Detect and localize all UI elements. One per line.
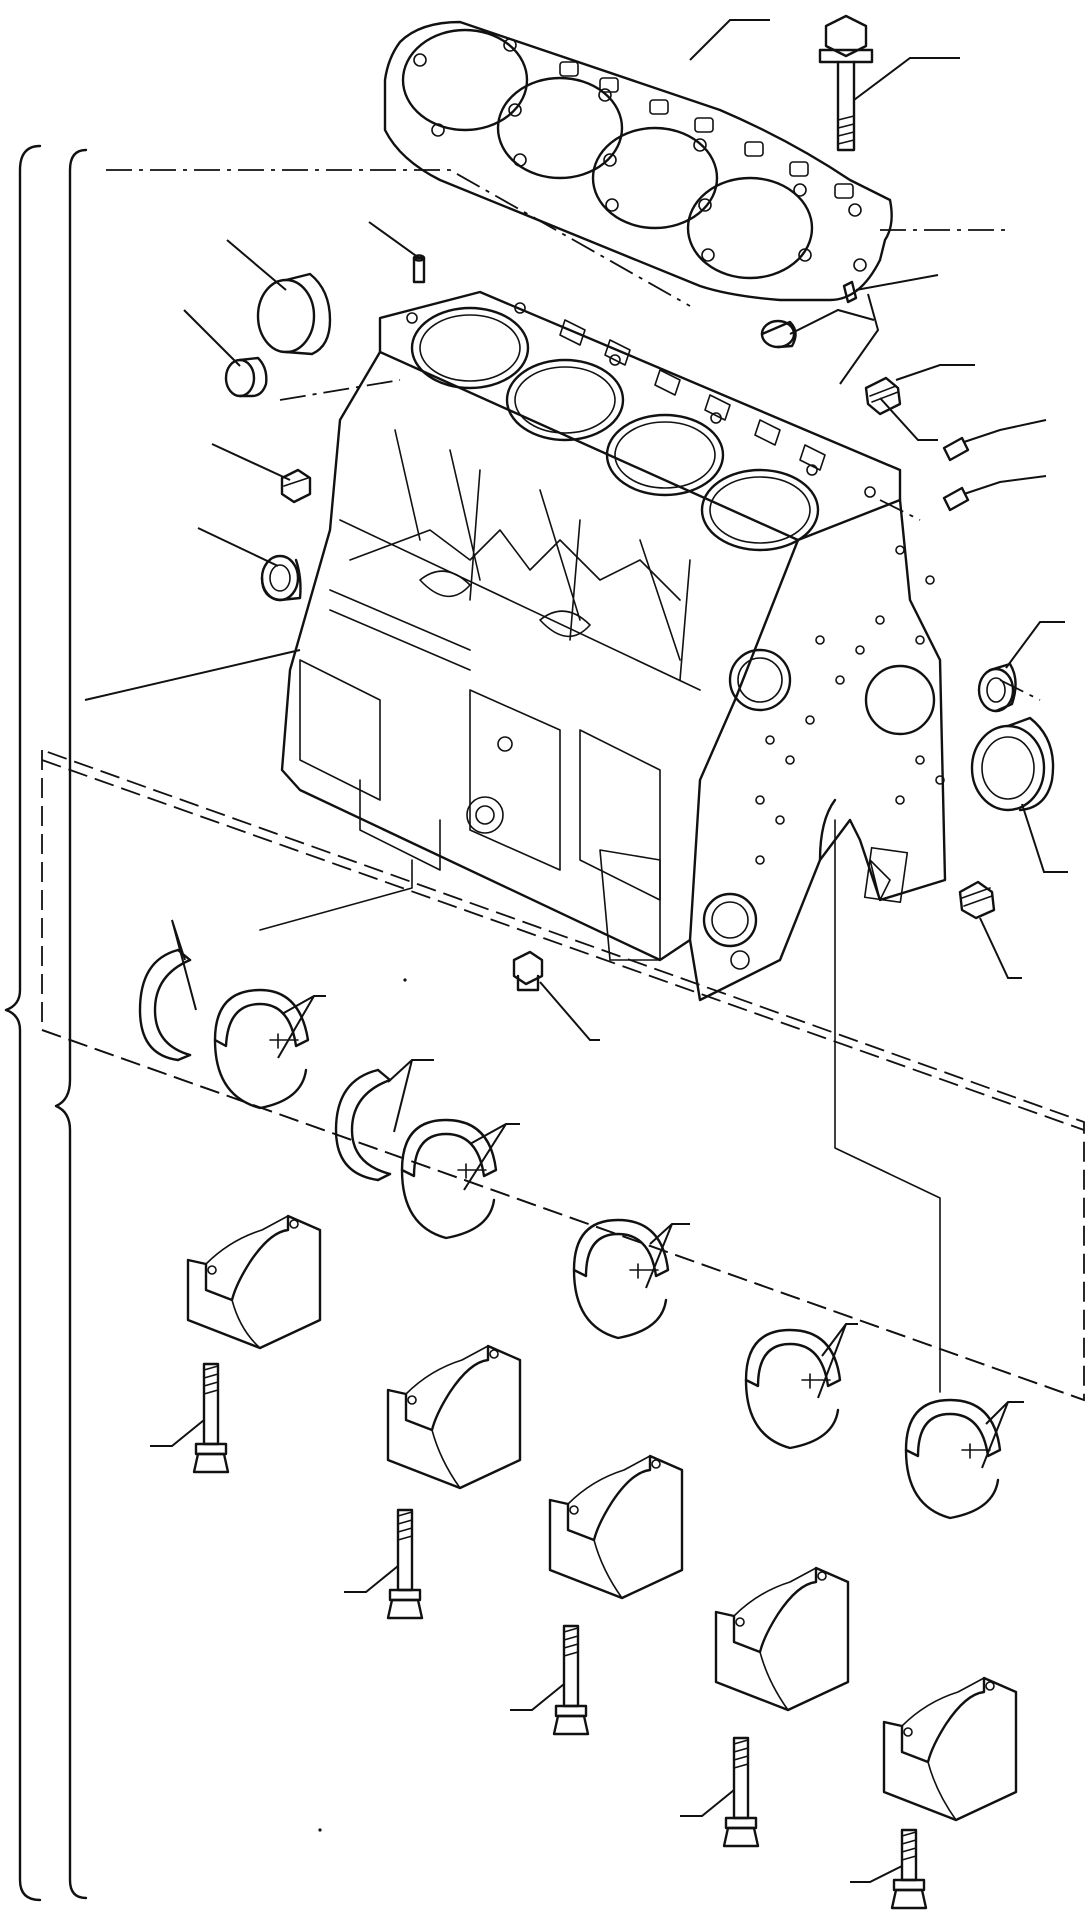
alignment-line-plug-left (279, 379, 401, 401)
leader-main-cap-bolt-1 (150, 1419, 205, 1447)
leader-main-cap-bolt-3 (510, 1683, 565, 1711)
leader-dowel-pin-top (368, 221, 420, 259)
main-bearing-cap-3 (548, 1454, 684, 1600)
bearing-shell-upper-2 (400, 1118, 498, 1240)
expansion-plug-small (224, 356, 268, 398)
bearing-shell-upper-1 (213, 988, 310, 1110)
small-plug-right-2 (942, 486, 970, 512)
main-bearing-cap-1 (186, 1214, 322, 1350)
main-bearing-cap-4 (714, 1566, 850, 1712)
alignment-line-crank-right (834, 819, 941, 1393)
rear-bearing-housing (970, 716, 1055, 812)
leader-rear-bearing-housing (1021, 803, 1068, 873)
leader-bearing-shell-upper-2 (463, 1123, 520, 1191)
leader-dowel-pin-right (855, 274, 939, 291)
drain-plug-bottom (512, 950, 544, 992)
rear-seal-small (977, 662, 1017, 713)
leader-small-plug-right-2 (963, 475, 1047, 495)
leader-expansion-plug-large (226, 239, 287, 291)
leader-threaded-plug-right-lower (979, 917, 1022, 979)
alignment-line-seal (999, 679, 1041, 701)
leader-main-cap-bolt-2 (344, 1565, 399, 1593)
head-gasket (383, 20, 893, 302)
alignment-line-top (106, 169, 691, 307)
leader-rear-seal-small (1005, 621, 1065, 669)
leader-threaded-plug-right-top (895, 364, 975, 381)
leader-threaded-plug-left (211, 443, 291, 481)
leader-bearing-shell-upper-1 (277, 995, 326, 1059)
small-plug-right-1 (942, 436, 970, 462)
alignment-line-crank-left (259, 859, 413, 931)
bearing-shell-upper-4 (744, 1328, 842, 1450)
thrust-washer-2 (334, 1068, 392, 1182)
bearing-shell-upper-3 (572, 1218, 670, 1340)
threaded-plug-left (280, 468, 312, 504)
oil-seal-left (260, 554, 302, 602)
reference-dot-2 (318, 1828, 322, 1832)
leader-main-cap-bolt-4 (680, 1789, 735, 1817)
expansion-plug-large (256, 272, 332, 356)
cylinder-block (280, 290, 947, 1002)
head-bolt (818, 14, 874, 152)
threaded-plug-right-lower (958, 880, 996, 920)
leader-thrust-washer-2 (387, 1059, 434, 1133)
dashed-box-lower (41, 759, 1085, 1401)
main-bearing-cap-2 (386, 1344, 522, 1490)
inner-group-brace (54, 148, 88, 1900)
leader-plug-deck-split (839, 293, 880, 385)
main-cap-bolt-2 (386, 1508, 424, 1620)
leader-cylinder-block (84, 649, 301, 701)
threaded-plug-right-top (864, 376, 902, 416)
leader-expansion-plug-deck (789, 308, 875, 335)
thrust-washer-1 (138, 948, 192, 1062)
dowel-pin-top (412, 254, 426, 284)
leader-bearing-shell-upper-3 (645, 1223, 690, 1289)
leader-head-bolt (853, 57, 960, 101)
leader-main-cap-bolt-5 (850, 1865, 903, 1883)
main-bearing-cap-5 (882, 1676, 1018, 1822)
outer-group-brace (4, 144, 42, 1902)
leader-expansion-plug-small (183, 309, 241, 367)
leader-small-plug-right-1 (963, 419, 1047, 443)
dowel-pin-right (842, 280, 858, 304)
leader-bearing-shell-upper-5 (981, 1401, 1024, 1469)
leader-bearing-shell-upper-4 (817, 1323, 858, 1399)
expansion-plug-deck (760, 319, 797, 349)
leader-head-gasket (689, 19, 770, 61)
leader-drain-plug-bottom (539, 981, 600, 1041)
leader-thrust-washer-1 (171, 919, 197, 1011)
reference-dot-1 (403, 978, 407, 982)
main-cap-bolt-5 (890, 1828, 928, 1910)
main-cap-bolt-1 (192, 1362, 230, 1474)
bearing-shell-upper-5 (904, 1398, 1002, 1520)
main-cap-bolt-4 (722, 1736, 760, 1848)
leader-plug-deck-right (879, 397, 938, 441)
leader-oil-seal-left (197, 527, 279, 567)
main-cap-bolt-3 (552, 1624, 590, 1736)
